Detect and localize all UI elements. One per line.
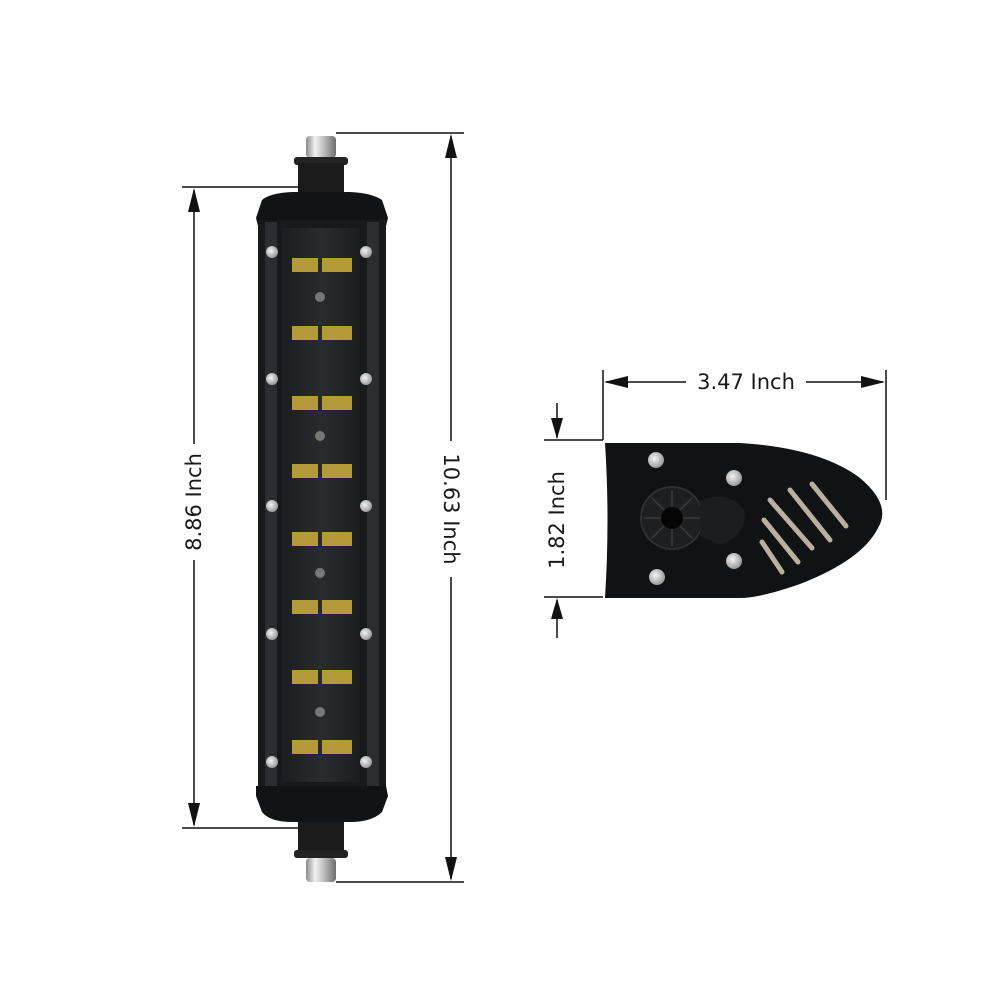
top-terminal-stud [306,136,336,158]
housing-bolts [266,246,372,768]
top-connector-body [298,163,344,195]
end-height-label: 1.82 Inch [545,465,569,575]
end-width-label: 3.47 Inch [688,370,804,394]
overall-length-label: 10.63 Inch [439,441,463,577]
bottom-end-cap [256,786,388,822]
inner-length-label: 8.86 Inch [182,444,206,560]
bottom-terminal-stud [306,858,336,882]
lens-panel [282,228,360,782]
bottom-connector-body [298,822,344,852]
light-bar-end-view [605,443,883,598]
end-cap-bolts [648,452,742,585]
light-bar-front-view [256,136,388,882]
dimension-lines-end [544,370,887,638]
vent-slots [759,481,849,575]
top-end-cap [256,192,388,226]
led-modules [292,258,352,754]
